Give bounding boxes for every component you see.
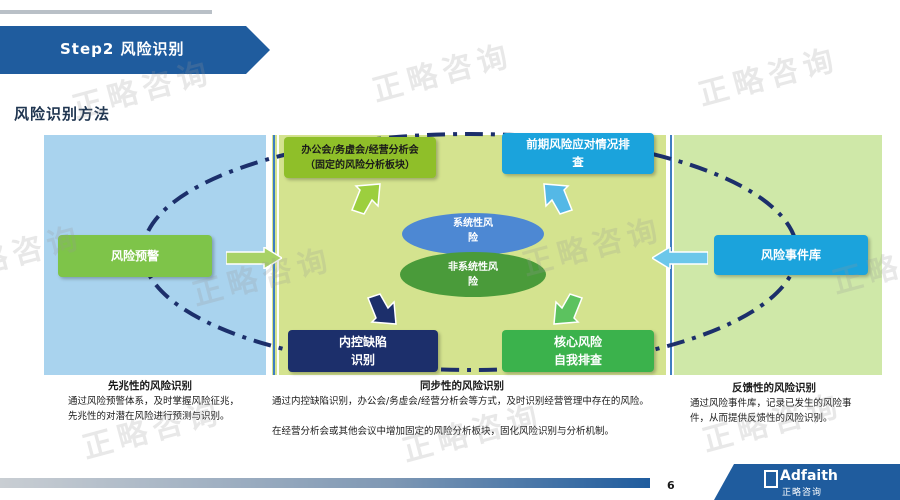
- arrow-left-icon: [652, 247, 708, 269]
- internal-control-box: 内控缺陷识别: [288, 330, 438, 372]
- non-systemic-risk-ellipse: 非系统性风险: [400, 252, 546, 297]
- office-meeting-box: 办公会/务虚会/经营分析会（固定的风险分析板块）: [284, 137, 436, 178]
- center-caption-title: 同步性的风险识别: [420, 380, 504, 392]
- right-caption-text: 通过风险事件库，记录已发生的风险事件，从而提供反馈性的风险识别。: [690, 398, 852, 424]
- right-caption-title: 反馈性的风险识别: [732, 382, 816, 394]
- logo-background: [714, 464, 900, 500]
- systemic-risk-label: 系统性风险: [453, 218, 493, 244]
- left-caption-title: 先兆性的风险识别: [108, 380, 192, 392]
- non-systemic-risk-label: 非系统性风险: [448, 261, 498, 288]
- top-rule: [0, 10, 212, 14]
- page-number: 6: [667, 479, 675, 492]
- step-title: Step2 风险识别: [60, 40, 185, 58]
- adfaith-logo-icon: [764, 470, 778, 488]
- arrow-right-icon: [226, 247, 282, 269]
- risk-event-library-box: 风险事件库: [714, 235, 868, 275]
- left-caption-text: 通过风险预警体系，及时掌握风险征兆，先兆性的对潜在风险进行预测与识别。: [68, 396, 240, 422]
- arrow-downright-navy-icon: [367, 293, 397, 325]
- systemic-risk-ellipse: 系统性风险: [402, 213, 544, 255]
- arrow-upleft-green-icon: [351, 183, 381, 215]
- prior-risk-check-box: 前期风险应对情况排查: [502, 133, 654, 174]
- risk-warning-box: 风险预警: [58, 235, 212, 277]
- logo-subtitle: 正略咨询: [782, 488, 823, 498]
- core-risk-check-box: 核心风险自我排查: [502, 330, 654, 372]
- section-title: 风险识别方法: [14, 105, 111, 123]
- step-banner: [0, 26, 270, 74]
- arrow-upright-blue-icon: [543, 183, 573, 215]
- logo-name: Adfaith: [780, 468, 838, 484]
- center-caption-text-1: 通过内控缺陷识别，办公会/务虚会/经营分析会等方式，及时识别经营管理中存在的风险…: [272, 396, 649, 407]
- footer-bar: [0, 478, 650, 488]
- center-caption-text-2: 在经营分析会或其他会议中增加固定的风险分析板块，固化风险识别与分析机制。: [272, 426, 615, 437]
- arrow-downleft-green-icon: [553, 293, 583, 325]
